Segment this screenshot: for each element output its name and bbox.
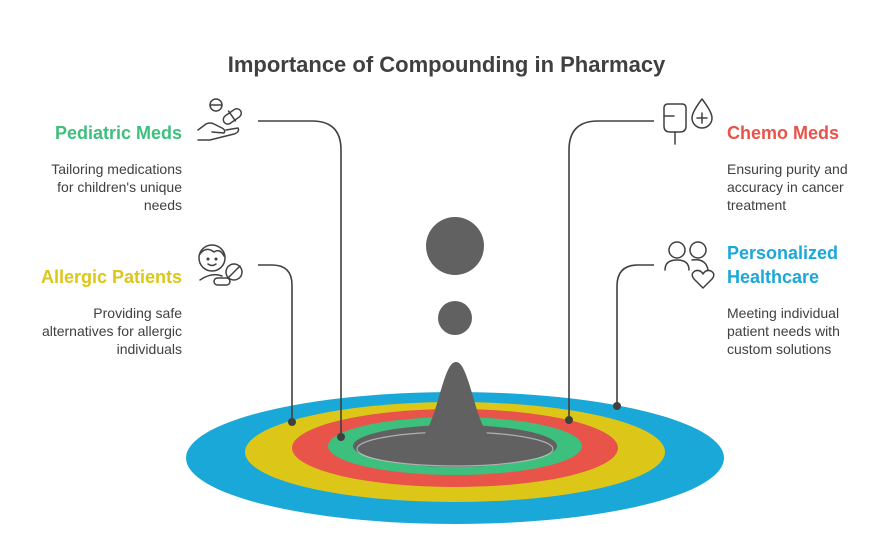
page-title: Importance of Compounding in Pharmacy — [227, 52, 666, 77]
heading-pediatric: Pediatric Meds — [54, 123, 182, 143]
large-drop — [426, 217, 484, 275]
iv-bag-drop-icon — [663, 98, 713, 145]
people-heart-icon — [664, 241, 715, 289]
connector-dot-chemo — [565, 416, 573, 424]
heading-allergic: Allergic Patients — [40, 267, 182, 287]
connector-chemo — [568, 120, 654, 420]
splash-peak — [372, 362, 540, 458]
connector-dot-allergic — [288, 418, 296, 426]
connector-personalized — [616, 264, 654, 406]
description-allergic: Providing safe alternatives for allergic… — [41, 305, 182, 357]
heading-personalized: Personalized Healthcare — [727, 243, 839, 287]
description-chemo: Ensuring purity and accuracy in cancer t… — [727, 161, 848, 213]
heading-chemo: Chemo Meds — [727, 123, 840, 143]
connector-allergic — [258, 264, 293, 422]
connector-pediatric — [258, 120, 342, 437]
description-pediatric: Tailoring medications for children's uni… — [51, 161, 182, 213]
person-with-pills-icon — [198, 244, 243, 286]
connector-dot-personalized — [613, 402, 621, 410]
description-personalized: Meeting individual patient needs with cu… — [727, 305, 840, 357]
hand-with-pills-icon — [197, 98, 243, 141]
small-drop — [438, 301, 472, 335]
connector-dot-pediatric — [337, 433, 345, 441]
